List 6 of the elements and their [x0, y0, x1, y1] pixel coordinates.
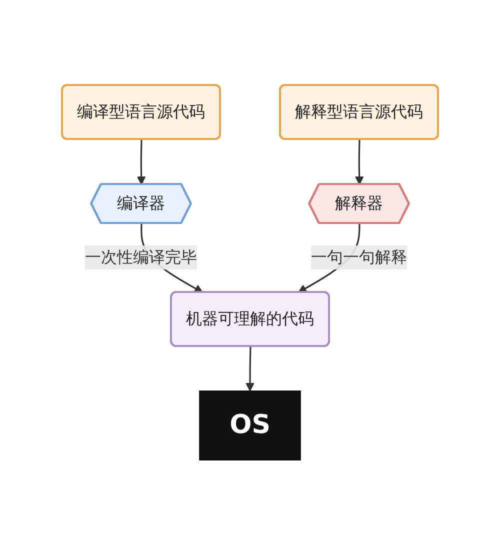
node-box: OS: [198, 390, 300, 460]
arrow: [136, 138, 146, 184]
edge-label: 一句一句解释: [310, 247, 406, 266]
arrow: [245, 346, 254, 391]
edge-label: 一次性编译完毕: [84, 247, 196, 266]
arrow: [354, 138, 364, 184]
